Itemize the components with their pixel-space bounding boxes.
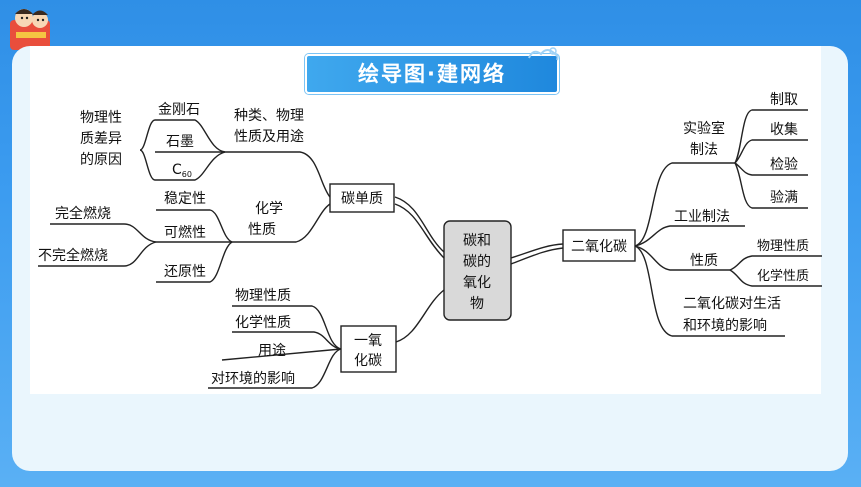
mascot-illustration [10,9,50,50]
lab-item-collect: 收集 [770,121,798,138]
co2-impact-line1: 二氧化碳对生活 [683,296,781,312]
connector-combustion-partial [38,241,157,267]
center-node-line2: 碳的 [463,254,491,270]
connector-center-co2 [510,243,564,259]
connector-co2-impact [634,245,785,337]
banner-title: 绘导图·建网络 [358,62,506,86]
chem-prop-reducibility: 还原性 [164,264,206,280]
co2-industrial: 工业制法 [674,209,730,225]
connector-center-carbon-2 [394,203,445,259]
co-item-chemical: 化学性质 [235,315,291,331]
connector-co2-industrial [634,225,745,247]
lab-item-prepare: 制取 [770,92,798,108]
co2-lab-line2: 制法 [690,142,718,158]
chem-prop-flammability: 可燃性 [164,224,206,241]
carbon-element-box [329,183,395,213]
co-title-line2: 化碳 [354,353,382,369]
connector-combustion-full [50,223,157,243]
connector-lab-3 [734,162,808,176]
connector-co2-lab [634,162,735,247]
co-box [340,325,397,373]
connector-carbon-upper [225,151,331,198]
connector-co-4 [208,348,342,389]
connector-co2-properties [634,245,730,271]
connector-prop-2 [729,269,822,287]
reason-line1: 物理性 [80,110,122,126]
connector-center-co2-2 [510,247,564,265]
co2-prop-chemical: 化学性质 [757,268,809,284]
carbon-group-b-line2: 性质 [248,222,276,238]
type-diamond: 金刚石 [158,102,200,118]
connector-chem-upper [156,209,233,243]
reason-line2: 质差异 [80,131,122,147]
connector-reason [139,119,156,181]
lab-item-check-full: 验满 [770,190,798,206]
type-graphite: 石墨 [166,134,194,150]
carbon-group-b-line1: 化学 [255,201,283,217]
co-item-use: 用途 [258,342,286,359]
co2-box [562,229,636,262]
connector-prop-1 [729,255,822,271]
co2-prop-physical: 物理性质 [757,239,809,254]
center-node-box [443,220,512,321]
co2-lab-line1: 实验室 [683,120,725,137]
reason-line3: 的原因 [80,152,122,168]
connector-lab-2 [734,139,808,164]
section-banner: 绘导图·建网络 [305,54,559,94]
lab-item-test: 检验 [770,157,798,173]
connector-chem-lower [156,241,233,283]
type-c60: C60 [172,162,192,179]
connector-center-co [395,289,445,343]
connector-carbon-lower [232,203,331,243]
co2-impact-line2: 和环境的影响 [683,318,767,334]
connector-lab-1 [734,109,808,164]
co-title-line1: 一氧 [354,333,382,349]
carbon-group-a-line2: 性质及用途 [234,128,304,145]
connector-co-2 [232,331,342,350]
carbon-element-title: 碳单质 [341,191,383,207]
center-node-line1: 碳和 [463,233,491,249]
connector-types-low [155,151,226,181]
combustion-incomplete: 不完全燃烧 [38,247,108,264]
center-node-line4: 物 [470,296,484,312]
carbon-group-a-line1: 种类、物理 [234,108,304,124]
cloud-swirl-icon [528,47,559,61]
co2-properties: 性质 [690,253,718,269]
connector-types-bracket [155,119,226,153]
connector-co-3 [221,348,342,361]
co-item-environment: 对环境的影响 [211,371,295,387]
co2-title: 二氧化碳 [571,239,627,255]
chem-prop-stability: 稳定性 [164,191,206,207]
connector-center-carbon [394,196,445,253]
connector-lab-4 [734,162,808,209]
combustion-complete: 完全燃烧 [55,205,111,222]
connector-co-1 [232,305,342,350]
co-item-physical: 物理性质 [235,288,291,304]
center-node-line3: 氧化 [463,275,491,291]
